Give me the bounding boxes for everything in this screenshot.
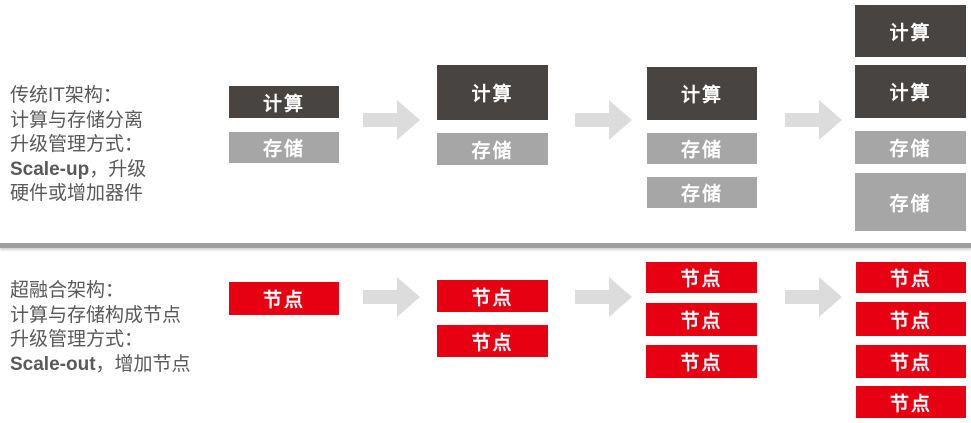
description-line: 计算与存储构成节点 (10, 304, 182, 326)
scale-up-term: Scale-up (10, 158, 90, 180)
description-line: Scale-out，增加节点 (10, 353, 191, 378)
description-line: 传统IT架构： (10, 85, 122, 106)
right-arrow-icon (575, 277, 632, 317)
node-box: 节点 (646, 303, 757, 336)
storage-box: 存储 (855, 131, 966, 164)
description-line: Scale-up，升级 (10, 158, 146, 183)
node-box: 节点 (646, 345, 757, 378)
description-line: 升级管理方式： (10, 329, 144, 350)
storage-box: 存储 (647, 133, 757, 164)
description-line: 升级管理方式： (10, 134, 144, 155)
right-arrow-icon (785, 100, 842, 140)
compute-box: 计算 (855, 65, 966, 118)
traditional-architecture-description: 传统IT架构： 计算与存储分离 升级管理方式： Scale-up，升级 硬件或增… (10, 84, 146, 207)
right-arrow-icon (575, 100, 632, 140)
node-box: 节点 (229, 282, 339, 315)
compute-box: 计算 (437, 65, 548, 120)
compute-box: 计算 (855, 5, 966, 57)
right-arrow-icon (785, 277, 842, 317)
description-line: 计算与存储分离 (10, 109, 144, 131)
node-box: 节点 (856, 386, 966, 418)
storage-box: 存储 (647, 177, 757, 208)
scale-out-term: Scale-out (10, 353, 96, 375)
section-divider (0, 243, 971, 248)
storage-box: 存储 (229, 132, 339, 163)
node-box: 节点 (856, 345, 966, 378)
hyperconverged-architecture-description: 超融合架构： 计算与存储构成节点 升级管理方式： Scale-out，增加节点 (10, 279, 191, 377)
description-line-rest: ，增加节点 (95, 353, 191, 375)
storage-box: 存储 (855, 173, 966, 231)
description-line: 超融合架构： (10, 280, 125, 301)
description-line: 硬件或增加器件 (10, 183, 144, 204)
right-arrow-icon (363, 277, 420, 317)
node-box: 节点 (437, 280, 548, 312)
node-box: 节点 (646, 262, 757, 293)
right-arrow-icon (363, 100, 420, 140)
storage-box: 存储 (437, 133, 548, 165)
description-line-rest: ，升级 (89, 158, 147, 180)
node-box: 节点 (437, 325, 548, 357)
compute-box: 计算 (647, 67, 757, 120)
node-box: 节点 (856, 262, 966, 293)
node-box: 节点 (856, 302, 966, 336)
compute-box: 计算 (229, 86, 339, 118)
